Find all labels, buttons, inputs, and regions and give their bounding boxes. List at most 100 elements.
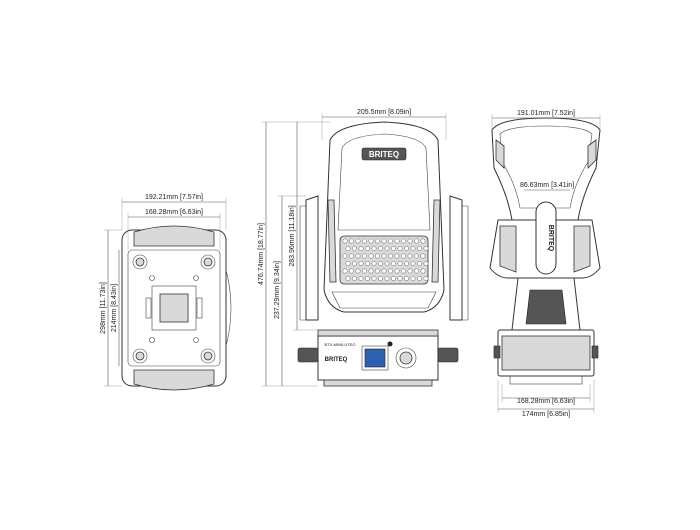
front-view-chin	[331, 291, 437, 309]
lens-dot	[365, 276, 370, 281]
yoke-right-edge	[462, 205, 469, 321]
foot-bottom-left-inner	[135, 351, 145, 361]
lens-dot	[394, 268, 400, 274]
lens-dot	[371, 276, 377, 281]
lens-dot	[417, 276, 422, 281]
yoke-left-edge	[299, 205, 306, 321]
side-view: BRITEQ 191.01mm [7.52in] 86.63mm [3.41in…	[489, 110, 601, 418]
lens-dot	[423, 246, 429, 251]
side-view-vent-left	[495, 139, 505, 169]
dim-front-width: 205.5mm [8.09in]	[357, 109, 411, 116]
lens-dot	[404, 246, 409, 251]
lens-dot	[394, 253, 400, 259]
lens-dot	[378, 246, 383, 251]
side-view-pivot	[535, 201, 557, 275]
lens-dot	[355, 253, 361, 259]
yoke-right-arm	[449, 195, 463, 321]
lens-dot	[407, 268, 413, 274]
front-view-base-foot	[323, 379, 433, 387]
dim-front-height-tilt: 237.29mm [9.34in]	[274, 261, 281, 319]
lens-dot	[358, 276, 364, 281]
side-view-base-foot	[509, 375, 583, 385]
base-logo: BRITEQ	[325, 357, 348, 363]
lens-dot	[368, 253, 374, 259]
side-view-logo: BRITEQ	[547, 225, 554, 252]
lens-dot	[417, 261, 422, 266]
slot	[196, 297, 203, 319]
lens-dot	[362, 253, 367, 259]
lens-dot	[381, 268, 387, 274]
lens-dot	[417, 246, 422, 251]
lens-dot	[342, 253, 348, 259]
lens-dot	[388, 238, 393, 244]
lens-dot	[349, 268, 354, 274]
foot-top-left-inner	[135, 257, 145, 267]
side-view-vent-right	[587, 139, 597, 169]
lens-dot	[414, 253, 419, 259]
front-view-logo: BRITEQ	[369, 150, 399, 159]
lens-dot	[352, 246, 357, 251]
lens-dot	[407, 238, 413, 244]
dim-bottom-depth-inner: 214mm [8.43in]	[111, 284, 118, 332]
bottom-view-side-bulge	[225, 269, 232, 347]
side-view-yoke-left-vent	[499, 225, 517, 273]
lens-dot	[381, 238, 387, 244]
front-view-logo-plate	[361, 147, 407, 161]
lens-dot	[362, 268, 367, 274]
lens-dot	[375, 238, 380, 244]
lens-dot	[423, 261, 429, 266]
foot-bottom-left	[132, 348, 148, 364]
lens-dot	[378, 276, 383, 281]
status-led	[387, 341, 393, 347]
side-view-yoke-right-vent	[573, 225, 591, 273]
lens-dot	[420, 253, 426, 259]
lens-dot	[404, 276, 409, 281]
dim-bottom-width-inner: 168.28mm [6.63in]	[145, 209, 203, 216]
lens-dot	[384, 261, 390, 266]
lens-dot	[391, 261, 396, 266]
lens-dots	[342, 238, 429, 281]
side-view-handle-left	[493, 345, 501, 359]
dim-side-depth: 86.63mm [3.41in]	[520, 182, 574, 189]
lens-dot	[397, 261, 403, 266]
encoder-knob	[399, 351, 413, 365]
lens-dot	[384, 246, 390, 251]
lens-dot	[371, 246, 377, 251]
lens-dot	[371, 261, 377, 266]
foot-bottom-right	[200, 348, 216, 364]
lens-dot	[388, 268, 393, 274]
lens-dot	[381, 253, 387, 259]
lens-dot	[401, 238, 406, 244]
lens-dot	[420, 238, 426, 244]
lens-dot	[365, 246, 370, 251]
base-model-label: BTX-MINILUTEO	[325, 342, 356, 347]
lens-dot	[362, 238, 367, 244]
foot-top-left	[132, 254, 148, 270]
lens-dot	[349, 238, 354, 244]
front-view-head-panel	[337, 133, 431, 231]
lens-dot	[391, 276, 396, 281]
dim-side-width: 191.01mm [7.52in]	[517, 110, 575, 117]
lens-dot	[368, 238, 374, 244]
lens-dot	[423, 276, 429, 281]
lens-dot	[391, 246, 396, 251]
lens-dot	[342, 238, 348, 244]
lens-dot	[397, 246, 403, 251]
lens-dot	[394, 238, 400, 244]
encoder-knob-ring	[395, 347, 417, 369]
base-right-handle	[437, 347, 459, 363]
front-view-right-vent	[431, 199, 441, 283]
lens-dot	[375, 268, 380, 274]
lens-dot	[407, 253, 413, 259]
lens-dot	[384, 276, 390, 281]
lens-dot	[355, 268, 361, 274]
dim-front-height-head: 283.96mm [11.18in]	[289, 205, 296, 266]
mount-hole	[193, 337, 199, 343]
lens-dot	[410, 276, 416, 281]
lens-dot	[358, 261, 364, 266]
yoke-left-arm	[305, 195, 319, 321]
foot-bottom-right-inner	[203, 351, 213, 361]
bottom-view-bottom-vents	[133, 369, 215, 391]
